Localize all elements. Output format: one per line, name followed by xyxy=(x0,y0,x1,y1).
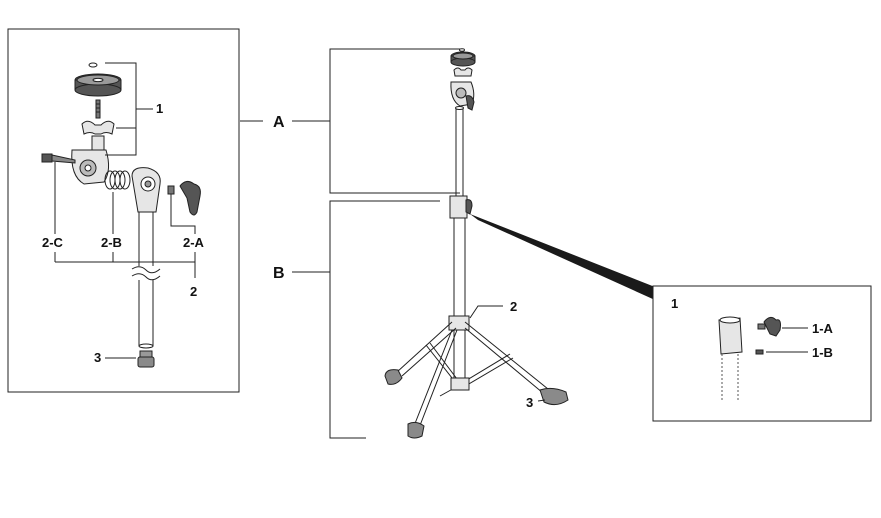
cymbal-seat-assembly xyxy=(71,62,122,185)
upper-tube xyxy=(131,212,161,349)
label-stand-part-3: 3 xyxy=(526,395,533,410)
height-clamp-detail xyxy=(718,316,781,402)
assembled-stand xyxy=(384,48,569,439)
label-stand-part-2: 2 xyxy=(510,299,517,314)
tilter-clamp xyxy=(131,167,161,213)
label-part-1b: 1-B xyxy=(812,345,833,360)
exploded-view-box xyxy=(7,28,240,393)
wing-bolt-2a xyxy=(179,180,201,216)
bolt-2c xyxy=(41,153,76,164)
label-detail-part-1: 1 xyxy=(671,296,678,311)
label-part-2a: 2-A xyxy=(183,235,205,250)
label-part-2c: 2-C xyxy=(42,235,64,250)
rubber-foot-3 xyxy=(137,350,155,368)
spring-2b xyxy=(104,170,131,190)
label-part-3: 3 xyxy=(94,350,101,365)
label-part-1a: 1-A xyxy=(812,321,834,336)
label-section-a: A xyxy=(273,114,285,131)
washer-2a xyxy=(167,185,175,195)
label-top-part-1: 1 xyxy=(156,101,163,116)
label-part-2b: 2-B xyxy=(101,235,122,250)
detail-zoom-wedge xyxy=(470,214,655,300)
label-section-b: B xyxy=(273,265,285,282)
label-part-2: 2 xyxy=(190,284,197,299)
